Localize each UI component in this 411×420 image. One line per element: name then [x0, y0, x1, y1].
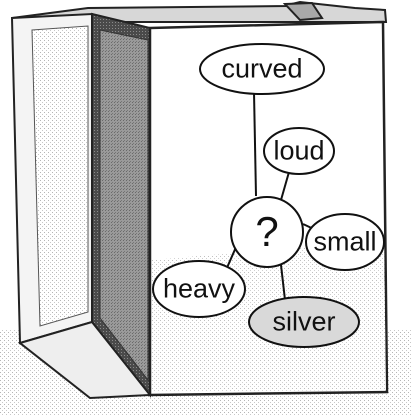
folder-left-inner	[32, 26, 88, 326]
word-small: small	[313, 229, 376, 256]
folder-inner-flap	[100, 30, 148, 380]
word-silver: silver	[272, 309, 335, 336]
word-heavy: heavy	[163, 276, 235, 303]
center-question-mark: ?	[255, 211, 278, 253]
word-curved: curved	[221, 56, 302, 83]
word-loud: loud	[273, 138, 324, 165]
